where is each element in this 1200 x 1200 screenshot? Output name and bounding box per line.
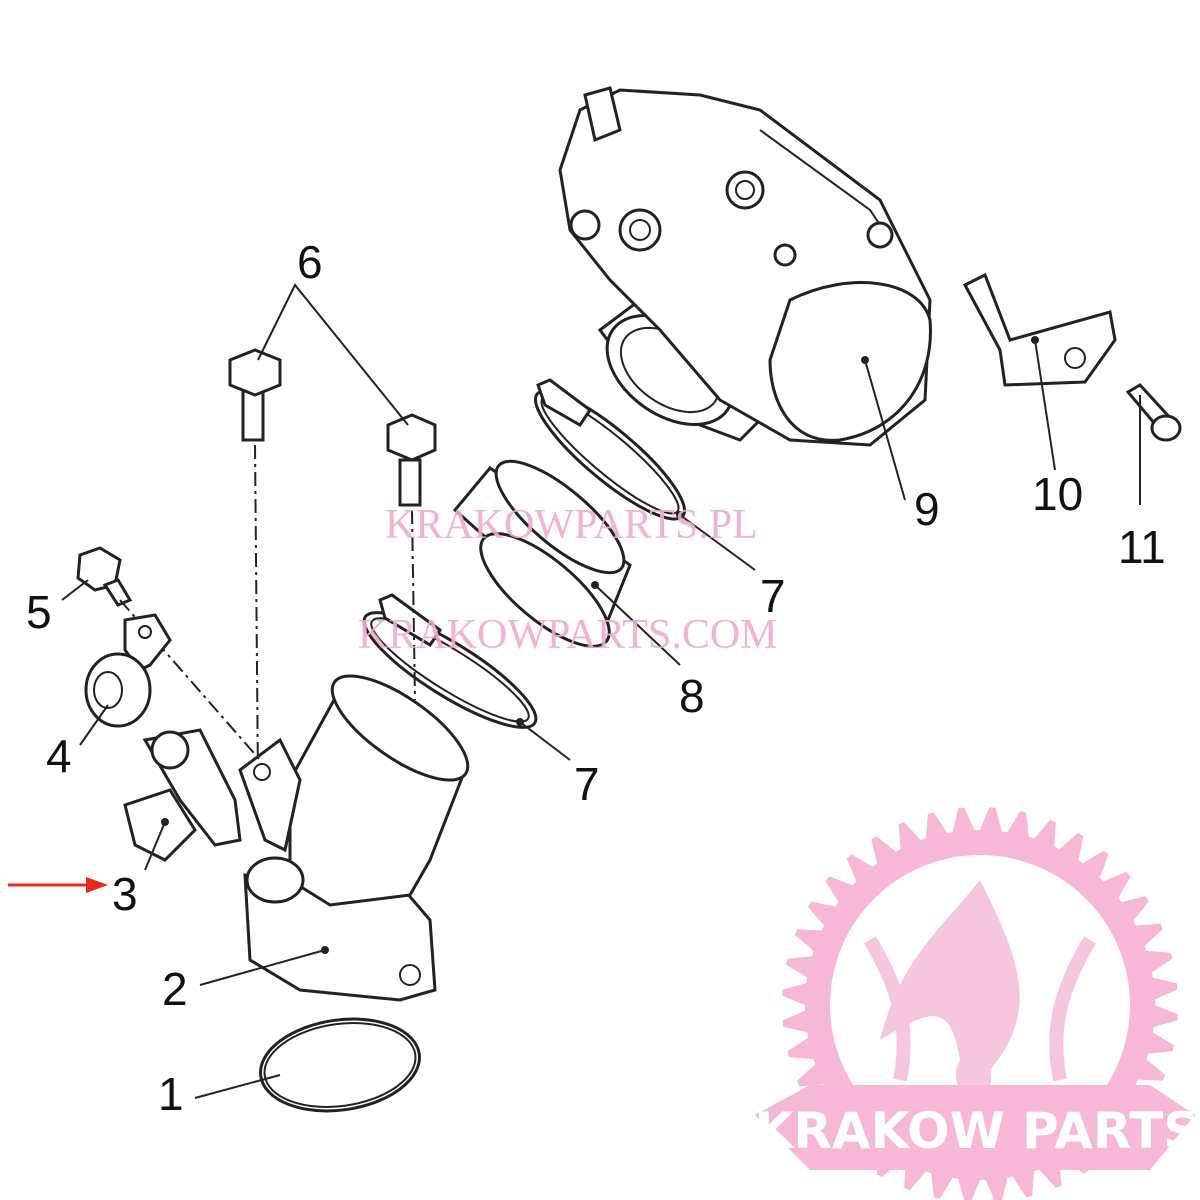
dragon-icon [880,880,1020,1096]
logo-text: KRAKOW PARTS [755,1102,1200,1160]
part-10-bracket [962,272,1117,471]
part-4-injector-clip [79,613,172,746]
callout-2: 2 [162,963,188,1015]
part-2-intake-manifold [199,674,470,1002]
part-11-screw [1125,383,1182,505]
callout-5: 5 [26,586,52,638]
callout-4: 4 [46,730,72,782]
part-9-throttle-body [558,86,932,501]
krakow-parts-logo: KRAKOW PARTS [755,807,1200,1200]
callout-7-lower: 7 [574,758,600,810]
callout-1: 1 [158,1068,184,1120]
callout-8: 8 [679,670,705,722]
callout-6: 6 [297,236,323,288]
callout-10: 10 [1032,468,1083,520]
highlight-arrow-icon [8,877,108,893]
callout-7-upper: 7 [760,570,786,622]
part-1-o-ring [194,1017,421,1113]
part-7-clamp-upper [533,378,756,571]
callout-3: 3 [112,868,138,920]
callout-11: 11 [1118,521,1166,573]
part-6-bolts [228,283,437,781]
part-7-clamp-lower [362,593,571,761]
part-8-rubber-boot [452,459,681,666]
watermark-pl: KRAKOWPARTS.PL [385,502,758,548]
callout-9: 9 [914,483,940,535]
watermark-com: KRAKOWPARTS.COM [358,612,778,658]
part-3-fuel-injector [123,728,242,871]
